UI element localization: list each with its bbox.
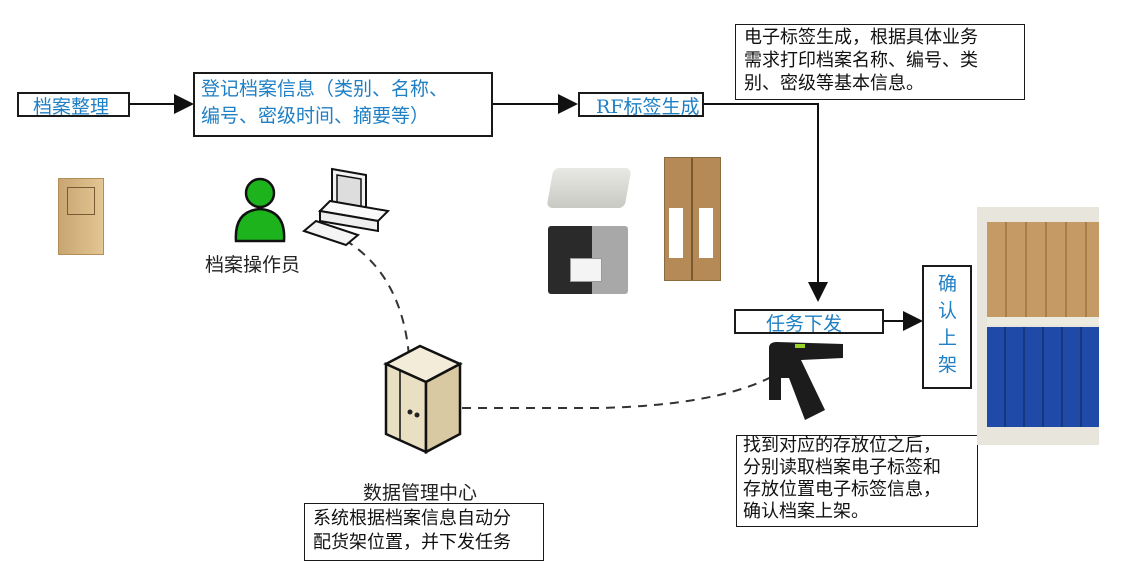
note-system-assign-text: 系统根据档案信息自动分 配货架位置，并下发任务: [313, 508, 511, 553]
note-confirm-shelf-text: 找到对应的存放位之后， 分别读取档案电子标签和 存放位置电子标签信息， 确认档案…: [743, 435, 941, 522]
note-label-generation: 电子标签生成，根据具体业务 需求打印档案名称、编号、类 别、密级等基本信息。: [735, 24, 1025, 100]
computer-icon: [301, 167, 391, 247]
step-register-info-label: 登记档案信息（类别、名称、 编号、密级时间、摘要等）: [201, 78, 449, 127]
server-icon: [383, 344, 463, 455]
dashed-link-server-scanner: [430, 374, 776, 409]
step-archive-sort: 档案整理: [17, 92, 130, 118]
archive-folder-icon: [58, 178, 104, 255]
label-printer-icon: [548, 226, 628, 294]
step-register-info: 登记档案信息（类别、名称、 编号、密级时间、摘要等）: [193, 72, 493, 137]
step-task-dispatch-label: 任务下发: [766, 313, 843, 335]
labelled-archive-boxes-icon: [664, 157, 721, 281]
archive-shelf-image: [977, 207, 1099, 445]
step-rf-label-text: RF标签生成: [596, 96, 700, 118]
step-rf-label: RF标签生成: [578, 92, 704, 118]
operator-person-icon: [234, 177, 286, 243]
note-label-generation-text: 电子标签生成，根据具体业务 需求打印档案名称、编号、类 别、密级等基本信息。: [744, 27, 978, 94]
step-confirm-shelf-label: 确 认 上 架: [938, 273, 958, 376]
step-confirm-shelf: 确 认 上 架: [922, 265, 972, 389]
rfid-reader-icon: [546, 168, 632, 208]
dashed-link-pc-server: [344, 239, 411, 381]
step-task-dispatch: 任务下发: [734, 309, 884, 335]
operator-label: 档案操作员: [205, 254, 301, 276]
step-archive-sort-label: 档案整理: [33, 96, 110, 118]
note-confirm-shelf: 找到对应的存放位之后， 分别读取档案电子标签和 存放位置电子标签信息， 确认档案…: [736, 435, 978, 527]
note-system-assign: 系统根据档案信息自动分 配货架位置，并下发任务: [304, 503, 544, 561]
arrow-rf-to-dispatch: [704, 103, 828, 302]
data-center-label: 数据管理中心: [363, 482, 478, 504]
handheld-scanner-icon: [769, 342, 843, 420]
